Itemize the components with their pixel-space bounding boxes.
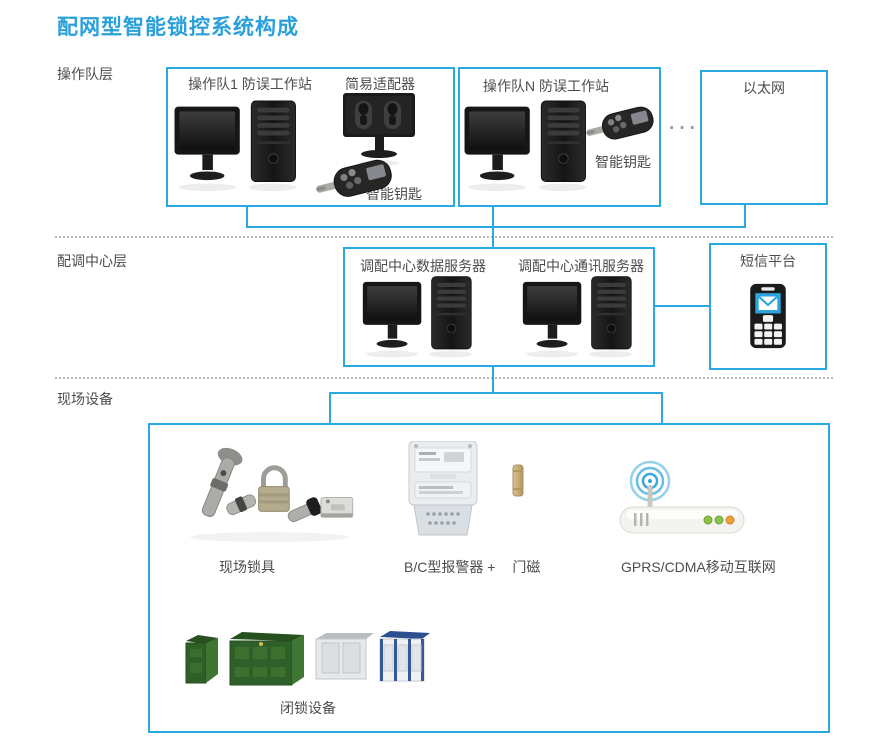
sms-platform-label: 短信平台 (740, 253, 796, 269)
door-magnet-label: 门磁 (512, 559, 541, 575)
alarm-label: B/C型报警器 + (404, 559, 496, 575)
connector-field-bracket-right (661, 392, 663, 423)
connector-field-bracket-horizontal (329, 392, 663, 394)
team1-workstation-label: 操作队1 防误工作站 (188, 76, 312, 92)
gprs-label: GPRS/CDMA移动互联网 (621, 559, 776, 575)
ethernet-label: 以太网 (743, 80, 785, 96)
sms-phone-image (749, 283, 787, 349)
team1-workstation-image (172, 99, 298, 195)
field-locks-image (180, 442, 354, 546)
connector-center-down (492, 367, 494, 394)
connector-ethernet-down (744, 205, 746, 228)
data-server-label: 调配中心数据服务器 (360, 258, 486, 274)
layer-label-dispatch: 配调中心层 (57, 253, 127, 269)
layer-label-operation: 操作队层 (57, 66, 113, 82)
team1-adapter-label: 简易适配器 (345, 76, 415, 92)
locking-equipment-label: 闭锁设备 (280, 700, 336, 716)
teamN-smart-key-label: 智能钥匙 (595, 154, 651, 170)
teamN-smart-key-image (583, 105, 657, 145)
gprs-router-image (616, 457, 748, 537)
locking-equipment-image (178, 627, 430, 693)
door-magnet-image (509, 464, 527, 498)
comm-server-image (515, 275, 639, 361)
layer-separator-2 (55, 377, 833, 379)
alarm-and-magnet-label: B/C型报警器 + 门磁 (404, 557, 540, 577)
layer-label-field: 现场设备 (57, 391, 113, 407)
comm-server-label: 调配中心通讯服务器 (518, 258, 644, 274)
connector-center-to-sms (655, 305, 711, 307)
team1-smart-key-image (312, 158, 396, 203)
alarm-meter-image (404, 441, 482, 539)
page-title: 配网型智能锁控系统构成 (57, 16, 299, 39)
layer-separator-1 (55, 236, 833, 238)
connector-team1-down (246, 207, 248, 228)
more-teams-ellipsis: ··· (669, 118, 700, 139)
teamN-workstation-label: 操作队N 防误工作站 (483, 78, 609, 94)
data-server-image (355, 275, 479, 361)
team1-smart-key-label: 智能钥匙 (366, 186, 422, 202)
ethernet-box (700, 70, 828, 205)
connector-field-bracket-left (329, 392, 331, 423)
teamN-workstation-image (462, 99, 588, 195)
connector-bus-horizontal (246, 226, 746, 228)
field-locks-label: 现场锁具 (219, 559, 275, 575)
